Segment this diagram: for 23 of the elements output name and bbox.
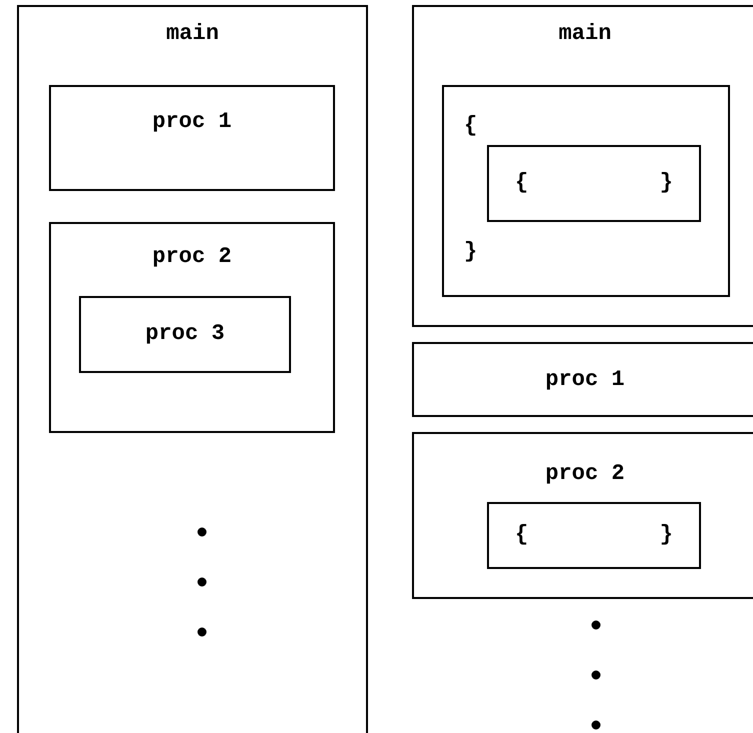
code-block-box xyxy=(79,296,291,373)
block-label: proc 1 xyxy=(151,109,233,135)
brace-text: } xyxy=(660,522,673,548)
brace-text: { xyxy=(464,113,478,139)
code-block-box xyxy=(487,502,701,569)
block-label: proc 2 xyxy=(151,244,233,270)
code-block-box xyxy=(487,145,701,222)
code-block-frame xyxy=(17,5,368,733)
block-label: main xyxy=(165,21,220,47)
block-label: main xyxy=(558,21,612,47)
code-block-frame xyxy=(412,342,753,417)
brace-text: } xyxy=(660,170,673,196)
block-label: proc 1 xyxy=(544,367,626,393)
block-label: proc 3 xyxy=(144,321,226,347)
brace-text: { xyxy=(515,170,528,196)
block-label: proc 2 xyxy=(544,461,626,487)
brace-text: { xyxy=(515,522,528,548)
code-block-box xyxy=(442,85,730,297)
brace-text: } xyxy=(464,239,478,265)
code-block-frame xyxy=(412,5,753,327)
code-block-frame xyxy=(412,432,753,599)
code-block-box xyxy=(49,85,335,191)
code-block-box xyxy=(49,222,335,433)
